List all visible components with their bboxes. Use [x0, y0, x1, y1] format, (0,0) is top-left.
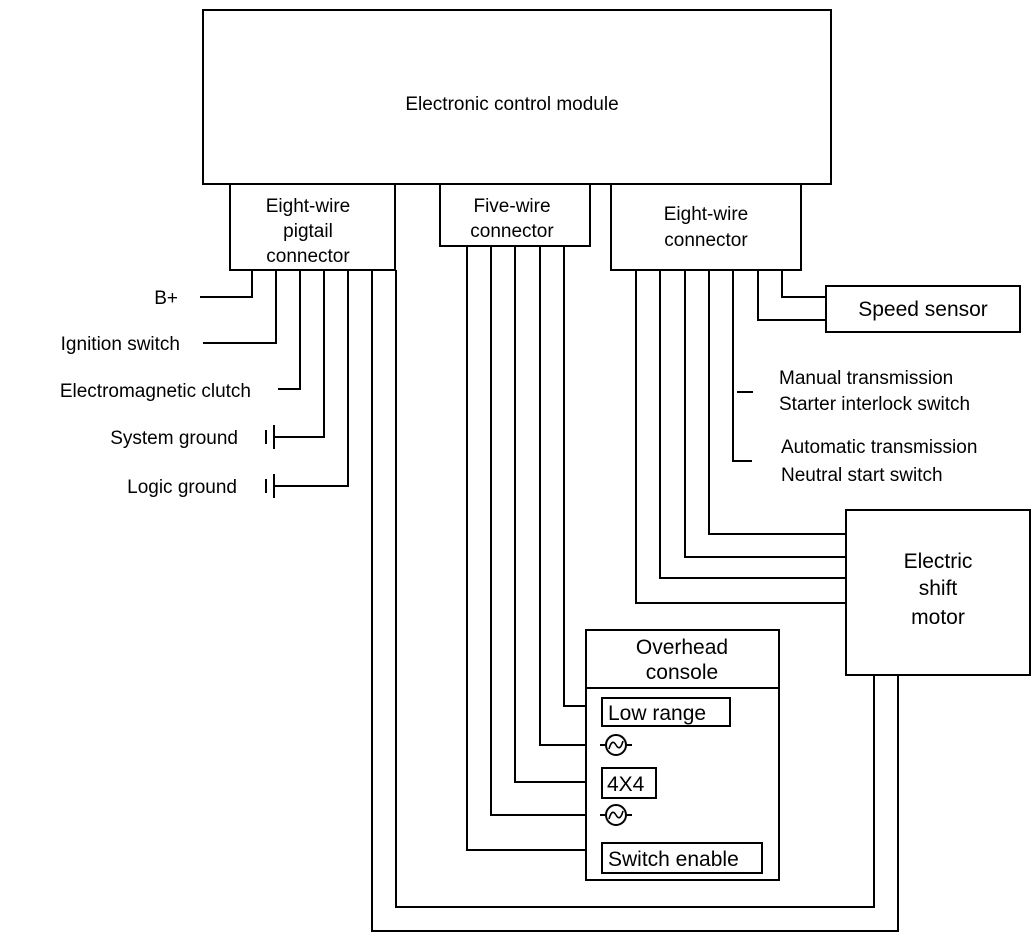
four-x-four-label: 4X4 [607, 773, 645, 796]
four-x-four-indicator: 4X4 [601, 767, 657, 799]
bulb-icon [600, 734, 632, 756]
switch-enable-label: Switch enable [608, 848, 739, 871]
pigtail-connector-label-1: Eight-wire [266, 196, 350, 217]
system-ground-icon [265, 425, 275, 449]
motor-loop-outer [371, 270, 899, 932]
pigtail-connector: Eight-wire pigtail connector [229, 183, 396, 271]
switch-enable-wire [466, 246, 586, 851]
motor-wire-4 [635, 270, 846, 604]
low-range-wire [563, 246, 586, 707]
automatic-transmission-label: Automatic transmission [781, 437, 977, 458]
motor-loop-wires [371, 270, 899, 932]
logic-ground-icon [265, 474, 275, 498]
five-wire-wires [466, 246, 586, 851]
system-ground-wire [274, 270, 325, 438]
starter-interlock-label: Starter interlock switch [779, 394, 970, 415]
eight-wire-connector: Eight-wire connector [610, 183, 802, 271]
speed-sensor-wire-1 [757, 270, 826, 321]
ecm-label: Electronic control module [405, 94, 618, 115]
ecm-box: Electronic control module [202, 9, 832, 185]
overhead-console-title-1: Overhead [636, 636, 728, 659]
b-plus-label: B+ [154, 288, 178, 309]
motor-wire-2 [684, 270, 846, 558]
pigtail-connector-label-2: pigtail [283, 221, 333, 242]
bulb-icon [600, 804, 632, 826]
shift-motor-label-1: Electric [904, 550, 973, 573]
shift-motor-label-2: shift [919, 577, 958, 600]
lamp-1-wire [539, 246, 586, 746]
low-range-label: Low range [608, 702, 706, 725]
low-range-indicator: Low range [601, 697, 731, 727]
motor-wire-3 [659, 270, 846, 579]
electromagnetic-clutch-label: Electromagnetic clutch [60, 381, 251, 402]
neutral-start-label: Neutral start switch [781, 465, 943, 486]
motor-loop-inner [395, 270, 875, 908]
neutral-start-wire [732, 270, 752, 462]
four-x-four-wire [514, 246, 586, 783]
eight-wire-connector-label-2: connector [664, 230, 748, 251]
manual-transmission-label: Manual transmission [779, 368, 953, 389]
clutch-wire [278, 270, 301, 390]
ignition-switch-label: Ignition switch [61, 334, 180, 355]
motor-wire-1 [708, 270, 846, 535]
logic-ground-label: Logic ground [127, 477, 237, 498]
overhead-console: Overhead console Low range 4X4 Switch en… [585, 629, 780, 881]
logic-ground-wire [274, 270, 349, 487]
five-wire-connector-label-2: connector [470, 221, 554, 242]
speed-sensor-label: Speed sensor [858, 298, 988, 321]
five-wire-connector: Five-wire connector [439, 183, 591, 247]
system-ground-label: System ground [110, 428, 238, 449]
lamp-2-wire [490, 246, 586, 816]
eight-wire-wires [635, 270, 846, 604]
eight-wire-connector-label-1: Eight-wire [664, 204, 748, 225]
ignition-wire [203, 270, 277, 344]
five-wire-connector-label-1: Five-wire [473, 196, 550, 217]
b-plus-wire [200, 270, 253, 298]
speed-sensor-wire-2 [781, 270, 826, 298]
shift-motor-label-3: motor [911, 606, 965, 629]
shift-motor-box: Electric shift motor [845, 509, 1031, 676]
pigtail-wires [200, 270, 349, 487]
pigtail-connector-label-3: connector [266, 246, 350, 267]
speed-sensor-box: Speed sensor [825, 285, 1021, 333]
overhead-console-title-2: console [646, 661, 718, 684]
switch-enable-indicator: Switch enable [601, 842, 763, 874]
